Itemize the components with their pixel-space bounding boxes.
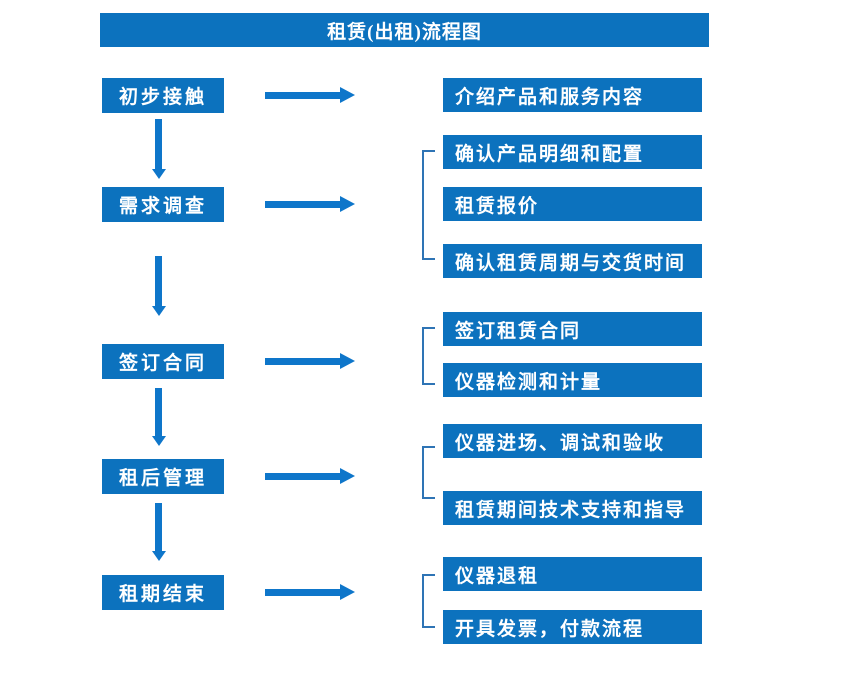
arrow-head: [340, 196, 355, 212]
arrow-shaft: [265, 357, 340, 365]
arrow-shaft: [265, 200, 340, 208]
target-box-intro-products: 介绍产品和服务内容: [443, 78, 702, 112]
title-bar: 租赁(出租)流程图: [100, 13, 709, 47]
bracket-group-4: [422, 446, 435, 499]
arrow-down-3-icon: [151, 388, 166, 446]
arrow-right-1-icon: [265, 87, 355, 103]
arrow-head: [340, 584, 355, 600]
arrow-down-4-icon: [151, 503, 166, 561]
arrow-shaft: [155, 256, 162, 306]
arrow-shaft: [155, 388, 162, 436]
arrow-head: [151, 436, 166, 446]
arrow-shaft: [265, 91, 340, 99]
step-box-rental-end: 租期结束: [102, 575, 224, 610]
target-box-rental-quote: 租赁报价: [443, 187, 702, 221]
arrow-shaft: [155, 503, 162, 551]
arrow-down-2-icon: [151, 256, 166, 316]
bracket-group-5: [422, 574, 435, 628]
arrow-head: [151, 169, 166, 179]
step-box-sign-contract: 签订合同: [102, 344, 224, 379]
bracket-group-2: [422, 150, 435, 260]
target-box-confirm-period: 确认租赁周期与交货时间: [443, 244, 702, 278]
arrow-right-2-icon: [265, 196, 355, 212]
arrow-right-3-icon: [265, 353, 355, 369]
arrow-down-1-icon: [151, 119, 166, 179]
step-box-post-rental-mgmt: 租后管理: [102, 459, 224, 494]
bracket-group-3: [422, 327, 435, 385]
step-box-initial-contact: 初步接触: [102, 78, 224, 113]
target-box-instrument-return: 仪器退租: [443, 557, 702, 591]
arrow-shaft: [265, 588, 340, 596]
target-box-instrument-testing: 仪器检测和计量: [443, 363, 702, 397]
arrow-head: [340, 468, 355, 484]
arrow-shaft: [265, 472, 340, 480]
arrow-head: [151, 306, 166, 316]
arrow-shaft: [155, 119, 162, 169]
target-box-tech-support: 租赁期间技术支持和指导: [443, 491, 702, 525]
arrow-head: [151, 551, 166, 561]
target-box-confirm-details: 确认产品明细和配置: [443, 135, 702, 169]
target-box-instrument-setup: 仪器进场、调试和验收: [443, 424, 702, 458]
arrow-right-4-icon: [265, 468, 355, 484]
arrow-head: [340, 353, 355, 369]
target-box-sign-rental-contract: 签订租赁合同: [443, 312, 702, 346]
arrow-head: [340, 87, 355, 103]
step-box-demand-survey: 需求调查: [102, 187, 224, 222]
target-box-invoice-payment: 开具发票，付款流程: [443, 610, 702, 644]
arrow-right-5-icon: [265, 584, 355, 600]
page-title: 租赁(出租)流程图: [327, 21, 482, 43]
